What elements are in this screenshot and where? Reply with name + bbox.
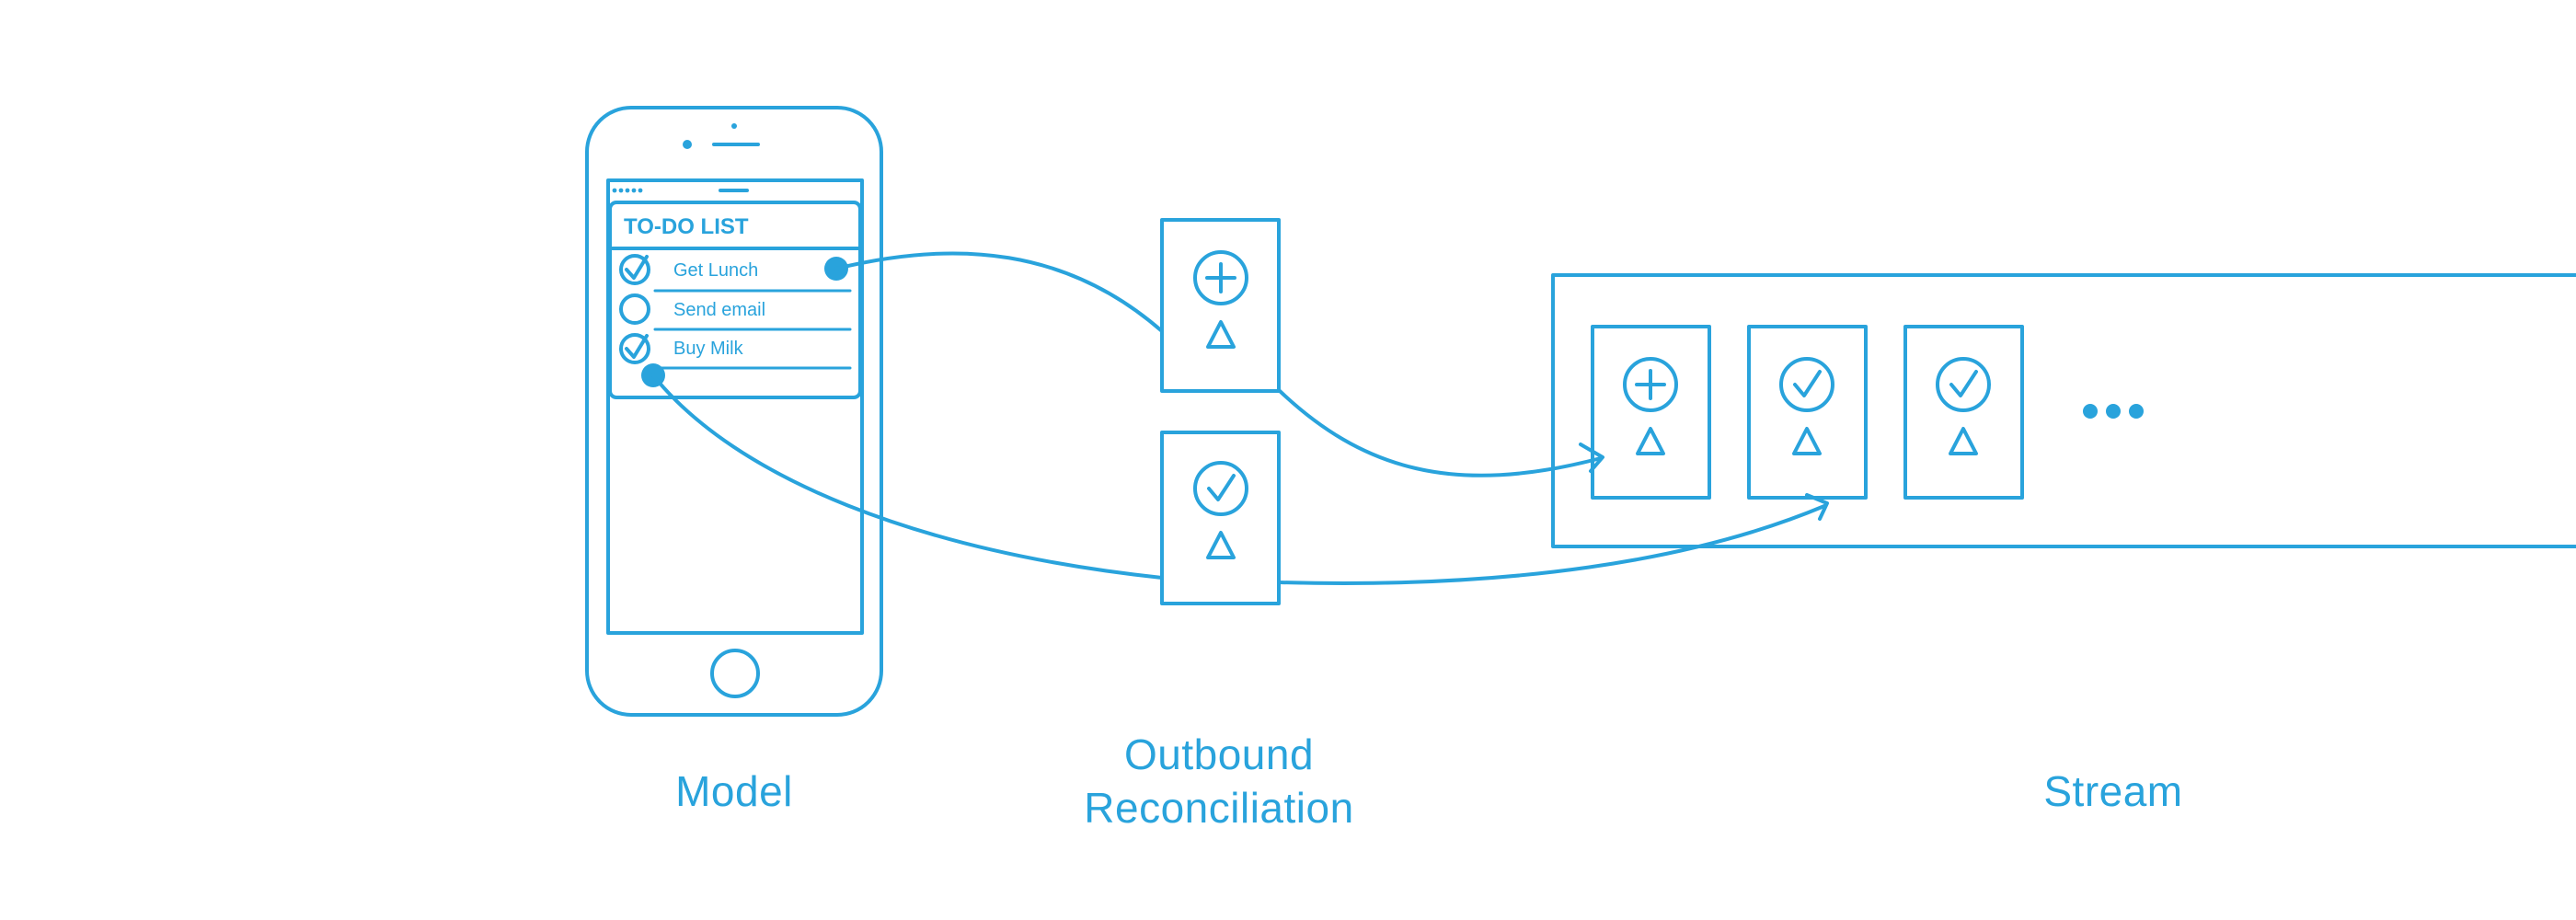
caption-outbound-line1: Outbound — [1124, 730, 1314, 778]
check-circle-icon — [619, 254, 650, 285]
caption-model: Model — [675, 767, 793, 815]
plus-icon — [1205, 262, 1236, 293]
todo-card — [608, 201, 862, 399]
delta-icon — [1792, 427, 1822, 455]
connector-line — [651, 374, 1164, 580]
checkmark-icon — [625, 255, 649, 280]
stream-card-frame — [1591, 325, 1711, 500]
check-circle-icon — [1193, 461, 1248, 516]
arrowhead-icon — [1579, 443, 1604, 473]
stream-card-frame — [1903, 325, 2024, 500]
todo-item-label: Get Lunch — [673, 260, 758, 281]
phone-front-camera — [683, 140, 692, 149]
empty-circle-icon — [619, 293, 650, 325]
connector-line — [834, 251, 1164, 333]
plus-icon — [1635, 369, 1666, 400]
home-button — [710, 649, 760, 698]
outbound-card — [1160, 431, 1281, 605]
todo-item: Buy Milk — [619, 333, 852, 370]
status-bar-signal-icon — [612, 188, 643, 193]
todo-item: Get Lunch — [619, 254, 852, 293]
stream-card — [1747, 325, 1868, 500]
plus-circle-icon — [1623, 357, 1678, 412]
caption-stream: Stream — [2043, 767, 2182, 815]
phone-camera-dot — [731, 123, 737, 129]
checkmark-icon — [1793, 370, 1822, 397]
delta-icon — [1636, 427, 1665, 455]
todo-item-label: Send email — [673, 300, 765, 320]
stream-card-frame — [1747, 325, 1868, 500]
stream-frame — [1551, 273, 2576, 548]
plus-circle-icon — [1193, 250, 1248, 305]
stream-container — [1551, 273, 2576, 548]
stream-card — [1591, 325, 1711, 500]
outbound-card-frame — [1160, 431, 1281, 605]
more-items-icon — [2083, 404, 2144, 419]
connector-line — [1277, 504, 1826, 585]
todo-item-label: Buy Milk — [673, 339, 744, 359]
todo-item: Send email — [619, 293, 852, 331]
checkmark-icon — [625, 334, 649, 359]
checkmark-icon — [1949, 370, 1978, 397]
outbound-card — [1160, 218, 1281, 393]
todo-title: TO-DO LIST — [624, 214, 749, 239]
phone-model: TO-DO LIST Get Lunch Send email Buy Milk — [585, 106, 883, 717]
stream-card — [1903, 325, 2024, 500]
connector-line — [1277, 388, 1603, 477]
phone-screen — [606, 178, 864, 635]
outbound-card-frame — [1160, 218, 1281, 393]
check-circle-icon — [1779, 357, 1834, 412]
check-circle-icon — [619, 333, 650, 364]
checkmark-icon — [1207, 474, 1236, 501]
caption-outbound-line2: Reconciliation — [1084, 784, 1353, 832]
check-circle-icon — [1936, 357, 1991, 412]
phone-body — [585, 106, 883, 717]
delta-icon — [1206, 531, 1236, 559]
delta-icon — [1949, 427, 1978, 455]
connectors — [651, 251, 1829, 585]
delta-icon — [1206, 320, 1236, 349]
